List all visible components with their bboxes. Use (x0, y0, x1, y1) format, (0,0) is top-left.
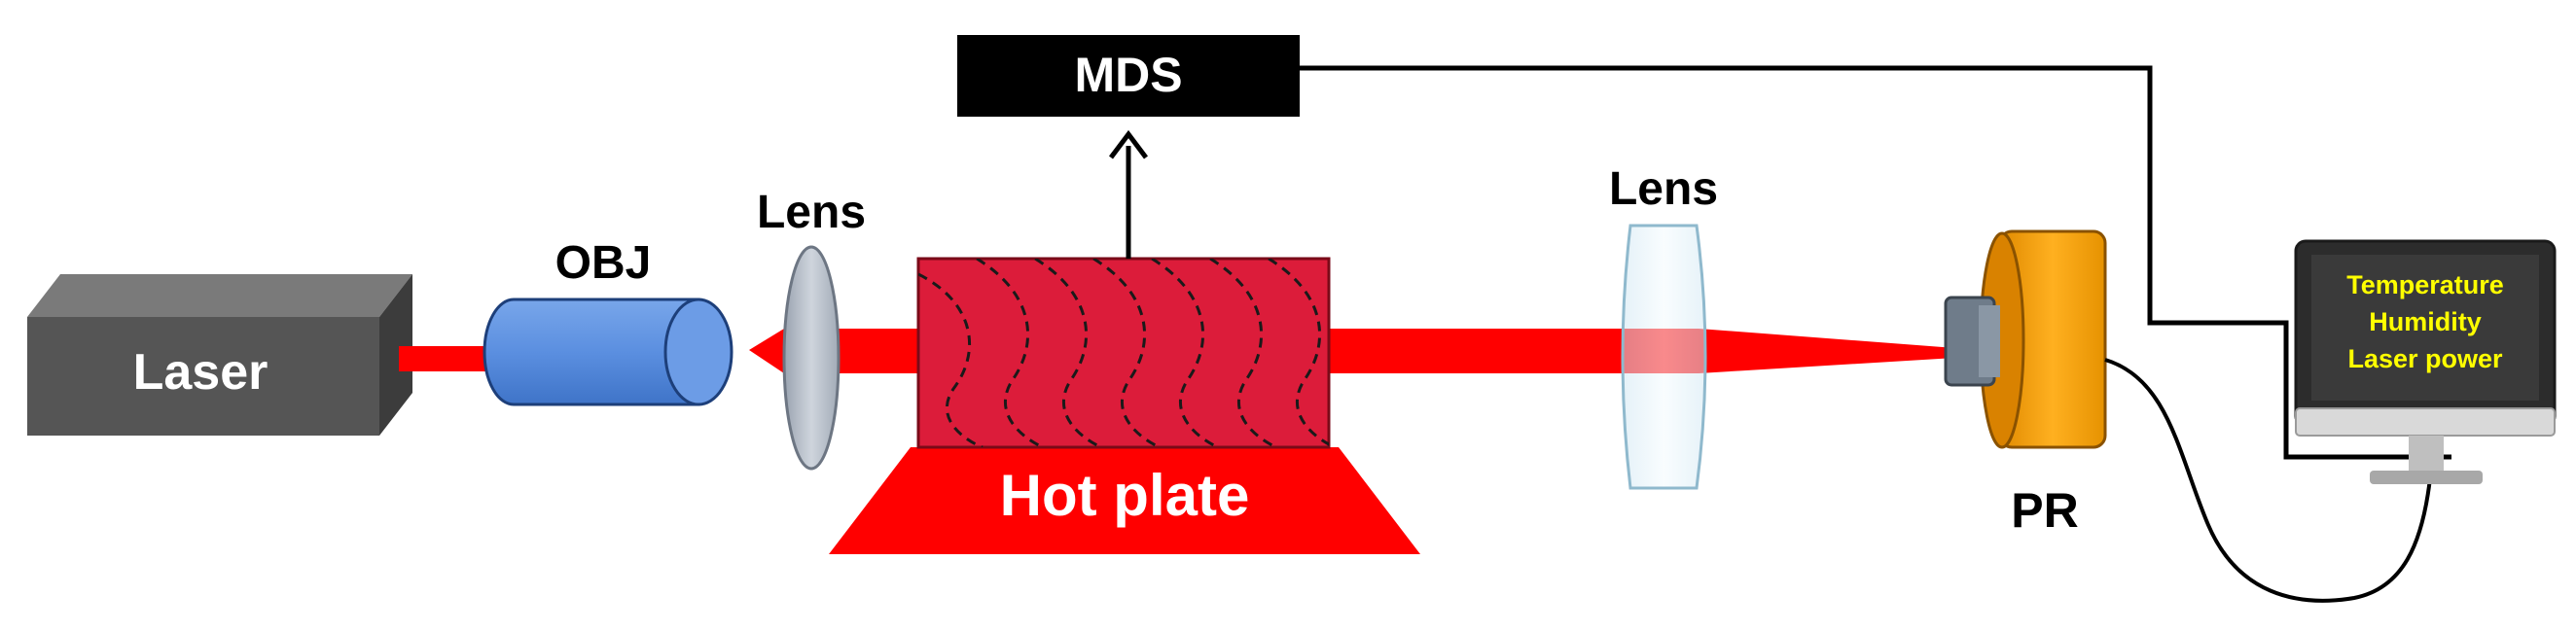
monitor-line-laser-power: Laser power (2347, 344, 2503, 373)
lens-left-label: Lens (757, 187, 866, 238)
sample-block (916, 257, 1331, 449)
objective: OBJ (483, 237, 733, 406)
photoreceiver: PR (1944, 229, 2107, 538)
mds-unit: MDS (957, 35, 1300, 259)
mds-arrow-head (1109, 129, 1148, 159)
hot-plate: Hot plate (829, 447, 1420, 554)
mds-cable (1300, 65, 2451, 460)
monitor-line-humidity: Humidity (2369, 307, 2482, 336)
laser-box: Laser (27, 274, 412, 436)
mds-label: MDS (1074, 48, 1182, 102)
detector-cable (2104, 358, 2432, 603)
lens-right-label: Lens (1609, 163, 1718, 215)
monitor-line-temperature: Temperature (2346, 270, 2504, 299)
beam-laser-to-obj (399, 346, 496, 371)
hot-plate-label: Hot plate (1000, 463, 1250, 528)
lens-right: Lens (1609, 163, 1718, 490)
pr-label: PR (2011, 483, 2078, 538)
monitor: Temperature Humidity Laser power (2294, 239, 2557, 484)
obj-label: OBJ (555, 237, 652, 289)
laser-label: Laser (133, 344, 268, 401)
lens-left: Lens (757, 187, 866, 471)
